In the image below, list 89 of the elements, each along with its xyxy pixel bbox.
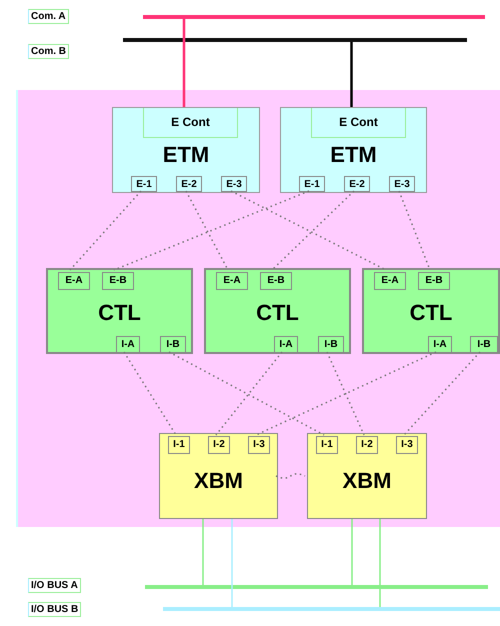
port-label: I-A	[278, 338, 294, 352]
bus-connector	[231, 519, 233, 607]
bus-label: I/O BUS A	[28, 578, 81, 593]
port-label: I-A	[432, 338, 448, 352]
dotted-connector	[326, 352, 365, 436]
dotted-connector	[123, 352, 177, 436]
ctl-module-box	[362, 268, 500, 354]
module-label: XBM	[193, 468, 244, 494]
dotted-connector	[230, 190, 386, 271]
bus-connector	[379, 519, 381, 607]
port-label: E-A	[222, 274, 242, 288]
dotted-connector	[403, 352, 481, 436]
port-label: I-B	[165, 338, 181, 352]
module-label: ETM	[329, 142, 378, 168]
bus-connector	[350, 42, 353, 107]
port-label: E-B	[424, 274, 444, 288]
port-label: I-2	[360, 438, 374, 452]
port-box	[116, 336, 140, 354]
port-label: E-B	[266, 274, 286, 288]
module-label: E Cont	[170, 115, 211, 129]
port-label: I-1	[172, 438, 186, 452]
bus-connector	[202, 519, 204, 585]
bus-label: I/O BUS B	[28, 602, 82, 617]
port-box	[102, 272, 134, 290]
port-box	[208, 436, 230, 454]
port-box	[374, 272, 406, 290]
port-box	[396, 436, 418, 454]
port-label: I-3	[400, 438, 414, 452]
port-label: E-3	[225, 178, 243, 192]
port-label: E-A	[64, 274, 84, 288]
module-label: CTL	[255, 300, 300, 326]
bus-label: Com. A	[28, 9, 69, 24]
controller-box	[143, 108, 238, 138]
ctl-module-box	[46, 268, 193, 354]
port-label: I-B	[323, 338, 339, 352]
port-box	[318, 336, 344, 354]
module-label: CTL	[408, 300, 454, 326]
port-box	[176, 176, 202, 192]
controller-box	[311, 108, 406, 138]
dotted-connector	[215, 352, 283, 436]
port-label: E-1	[135, 178, 153, 192]
module-label: ETM	[162, 142, 210, 168]
dotted-connector	[276, 473, 306, 479]
port-label: I-1	[320, 438, 334, 452]
port-box	[260, 272, 292, 290]
bus-label: Com. B	[28, 44, 69, 59]
port-box	[316, 436, 338, 454]
ctl-module-box	[204, 268, 351, 354]
module-label: CTL	[97, 300, 142, 326]
port-label: E-2	[348, 178, 366, 192]
xbm-module-box	[307, 433, 427, 519]
etm-module-box	[280, 107, 427, 193]
port-box	[58, 272, 90, 290]
dotted-connector	[114, 190, 310, 271]
port-label: E-2	[180, 178, 198, 192]
port-label: E-A	[380, 274, 400, 288]
port-box	[160, 336, 186, 354]
port-label: E-B	[108, 274, 128, 288]
port-box	[418, 272, 450, 290]
dotted-connector	[168, 351, 324, 436]
etm-module-box	[112, 107, 260, 193]
module-label: XBM	[342, 468, 392, 494]
dotted-connector	[185, 190, 229, 270]
dotted-connector	[256, 351, 436, 436]
port-box	[131, 176, 157, 192]
bus-connector	[182, 19, 186, 107]
module-label: E Cont	[338, 115, 379, 129]
port-box	[299, 176, 325, 192]
xbm-module-box	[159, 433, 278, 519]
dotted-connector	[271, 190, 355, 271]
port-label: I-2	[212, 438, 226, 452]
port-label: E-1	[303, 178, 321, 192]
port-label: E-3	[393, 178, 411, 192]
bus-connector	[351, 519, 353, 585]
dotted-connector	[69, 190, 142, 270]
port-box	[168, 436, 190, 454]
port-box	[274, 336, 298, 354]
port-box	[221, 176, 247, 192]
port-label: I-A	[120, 338, 136, 352]
port-box	[428, 336, 452, 354]
system-panel	[16, 90, 500, 527]
port-box	[389, 176, 415, 192]
port-box	[248, 436, 270, 454]
port-box	[216, 272, 248, 290]
port-label: I-3	[252, 438, 266, 452]
port-box	[470, 336, 498, 354]
port-label: I-B	[476, 338, 492, 352]
port-box	[344, 176, 370, 192]
port-box	[356, 436, 378, 454]
